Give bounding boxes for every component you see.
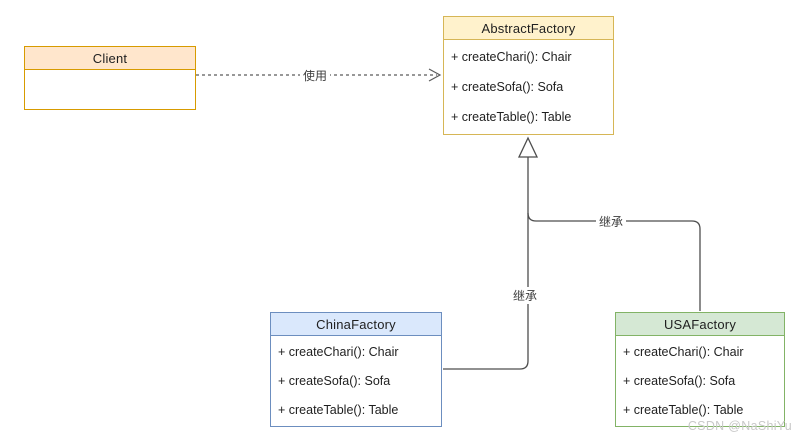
edge-label-inheritance-china: 继承 [510, 287, 541, 304]
class-body: + createChari(): Chair + createSofa(): S… [271, 336, 441, 426]
class-method: + createSofa(): Sofa [278, 373, 391, 388]
class-body-empty [25, 70, 195, 109]
inheritance-triangle-icon [517, 136, 539, 158]
class-method: + createChari(): Chair [451, 50, 572, 64]
class-title: Client [25, 47, 195, 70]
edge-label-inheritance-usa: 继承 [596, 213, 627, 230]
inheritance-line-usa [527, 212, 701, 311]
class-title: USAFactory [616, 313, 784, 336]
edge-label-dependency: 使用 [300, 67, 331, 84]
class-method: + createChari(): Chair [278, 345, 399, 360]
class-box-abstract-factory: AbstractFactory + createChari(): Chair +… [443, 16, 614, 135]
dependency-arrowhead-icon [428, 68, 442, 82]
class-title: ChinaFactory [271, 313, 441, 336]
inheritance-line-china [443, 157, 529, 370]
class-box-china-factory: ChinaFactory + createChari(): Chair + cr… [270, 312, 442, 427]
class-method: + createSofa(): Sofa [623, 373, 736, 388]
class-box-usa-factory: USAFactory + createChari(): Chair + crea… [615, 312, 785, 427]
class-method: + createSofa(): Sofa [451, 80, 564, 94]
class-body: + createChari(): Chair + createSofa(): S… [616, 336, 784, 426]
class-title: AbstractFactory [444, 17, 613, 40]
class-method: + createChari(): Chair [623, 345, 744, 360]
class-method: + createTable(): Table [278, 402, 399, 417]
watermark-text: CSDN @NaShiYu [687, 419, 792, 433]
class-method: + createTable(): Table [623, 402, 744, 417]
class-body: + createChari(): Chair + createSofa(): S… [444, 40, 613, 134]
class-box-client: Client [24, 46, 196, 110]
class-method: + createTable(): Table [451, 110, 572, 124]
